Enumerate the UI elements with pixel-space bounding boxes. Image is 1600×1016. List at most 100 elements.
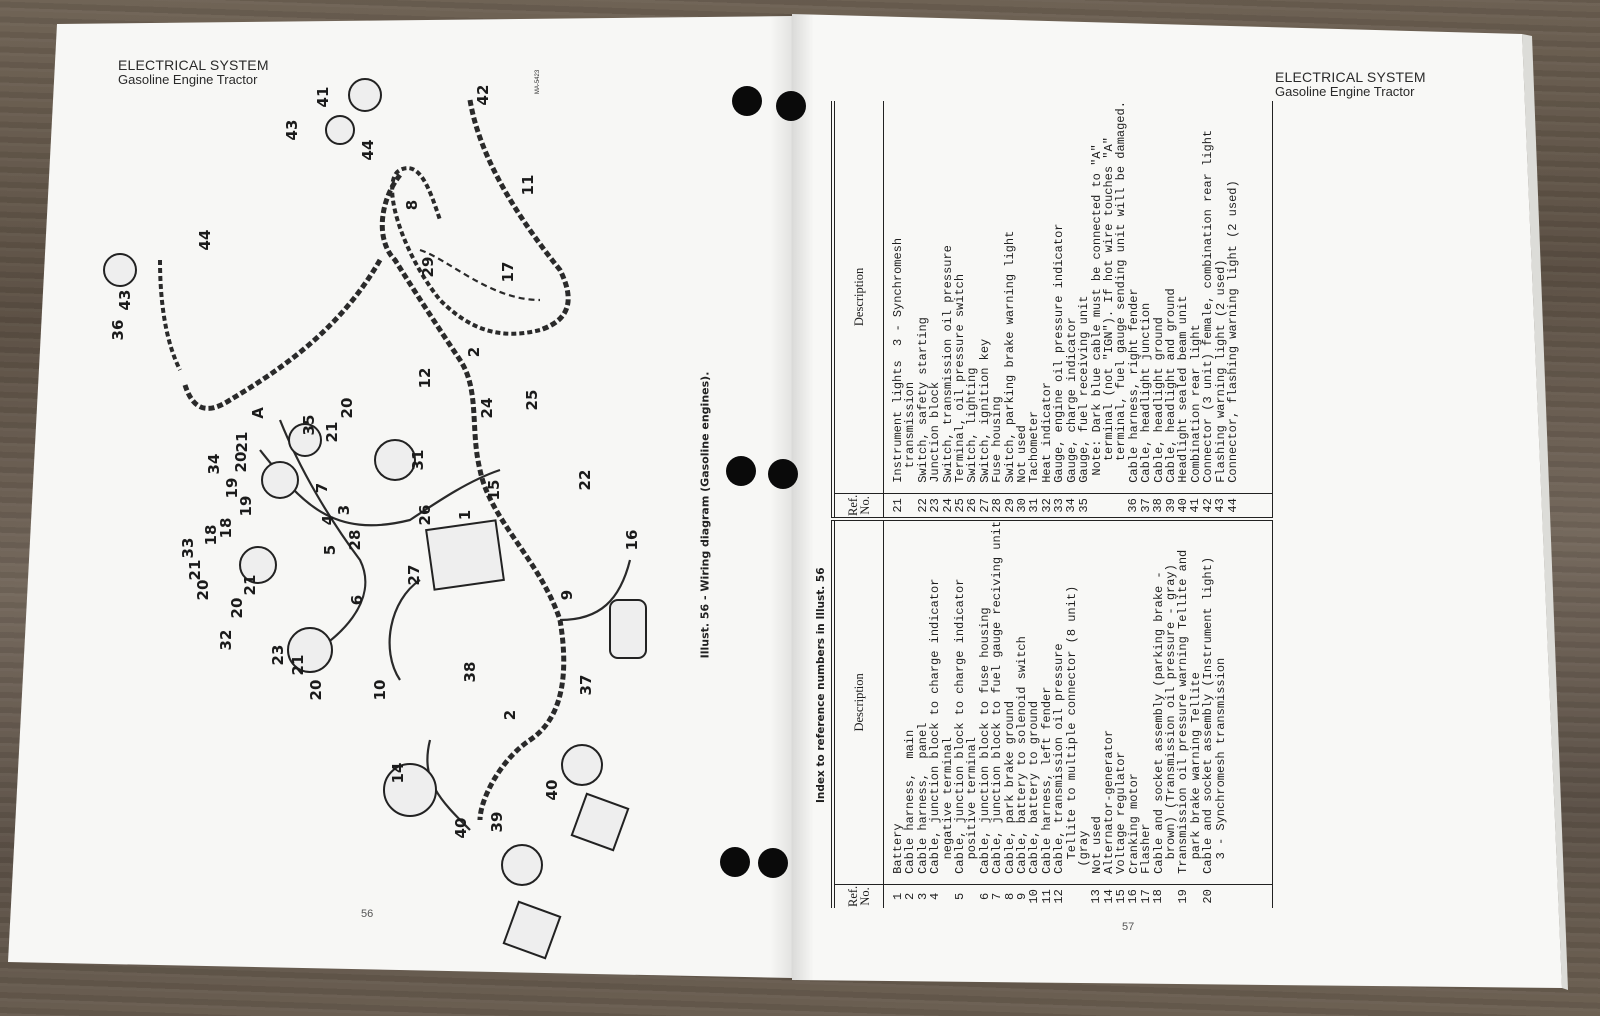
callout-label: 15 bbox=[485, 479, 503, 501]
ref-number: 21 bbox=[891, 498, 905, 513]
tachometer bbox=[374, 439, 416, 481]
item-description: Cable, junction block to fuel gauge reci… bbox=[990, 520, 1005, 874]
callout-label: 4 bbox=[319, 514, 337, 526]
callout-label: 28 bbox=[346, 529, 364, 551]
callout-label: 7 bbox=[313, 482, 331, 494]
item-description: Cable, junction block to charge indicato… bbox=[928, 578, 955, 874]
callout-label: 42 bbox=[474, 84, 492, 106]
item-description: Connector (3 unit) female, combination r… bbox=[1201, 129, 1216, 483]
callout-label: 20 bbox=[228, 597, 246, 619]
page-number-left: 56 bbox=[361, 908, 374, 920]
item-description: Cable harness, main bbox=[903, 729, 918, 874]
callout-label: 5 bbox=[321, 544, 339, 556]
callout-label: 25 bbox=[523, 389, 541, 411]
item-description: Voltage regulator bbox=[1114, 751, 1129, 874]
index-table: Ref. No. Description Ref. No. Descriptio… bbox=[831, 101, 1273, 908]
ref-number: 13 bbox=[1089, 889, 1104, 904]
item-description: Fuse housing bbox=[990, 396, 1005, 483]
callout-label: 43 bbox=[283, 119, 301, 141]
harness-cable bbox=[158, 259, 182, 371]
ref-number: 16 bbox=[1126, 889, 1141, 904]
harness-cable bbox=[182, 258, 383, 411]
column-header-description: Description bbox=[833, 101, 884, 494]
ref-number: 31 bbox=[1027, 498, 1042, 513]
callout-label: 16 bbox=[623, 529, 641, 551]
punch-hole bbox=[776, 91, 806, 121]
callout-label: 21 bbox=[289, 654, 307, 676]
ref-number: 28 bbox=[990, 498, 1005, 513]
callout-label: 20 bbox=[194, 579, 212, 601]
callout-label: 12 bbox=[416, 367, 434, 389]
headlight-bezel bbox=[502, 900, 562, 960]
item-description: Gauge, engine oil pressure indicator bbox=[1052, 223, 1067, 483]
instrument-gauge bbox=[287, 627, 333, 673]
callout-label: 20 bbox=[338, 397, 356, 419]
item-description: Cranking motor bbox=[1126, 772, 1141, 874]
reference-index: Index to reference numbers in Illust. 56… bbox=[815, 101, 1273, 908]
cable bbox=[278, 419, 367, 661]
cable bbox=[388, 579, 421, 681]
item-description: Cable and socket assembly (parking brake… bbox=[1151, 564, 1178, 874]
ref-number: 36 bbox=[1126, 498, 1141, 513]
callout-label: 34 bbox=[205, 453, 223, 475]
callout-label: 11 bbox=[519, 174, 537, 196]
punch-hole bbox=[720, 847, 750, 877]
callout-label: 18 bbox=[202, 524, 220, 546]
header-title: ELECTRICAL SYSTEM bbox=[1275, 69, 1426, 85]
ref-number: 35 bbox=[1076, 498, 1091, 513]
wiring-diagram bbox=[103, 78, 647, 960]
callout-label: 9 bbox=[558, 589, 576, 601]
callout-label: 22 bbox=[576, 469, 594, 491]
gauge bbox=[239, 546, 277, 584]
index-title: Index to reference numbers in Illust. 56 bbox=[815, 567, 827, 803]
callout-label: 35 bbox=[300, 414, 318, 436]
callout-label: 3 bbox=[335, 504, 353, 516]
callout-label: 23 bbox=[269, 644, 287, 666]
callout-label: 37 bbox=[577, 674, 595, 696]
headlight bbox=[561, 744, 603, 786]
callout-label: 31 bbox=[409, 449, 427, 471]
item-description: Cable, headlight junction bbox=[1139, 302, 1154, 483]
column-header-ref: Ref. No. bbox=[833, 884, 884, 908]
right-page-header: ELECTRICAL SYSTEM Gasoline Engine Tracto… bbox=[1275, 69, 1426, 100]
ref-number: 18 bbox=[1151, 889, 1166, 904]
rear-light-41 bbox=[348, 78, 382, 112]
item-description: Cable, junction block to charge indicato… bbox=[953, 578, 980, 874]
ref-number: 44 bbox=[1225, 498, 1240, 513]
battery bbox=[425, 519, 505, 591]
item-description: Tachometer bbox=[1027, 410, 1042, 483]
item-description: Cable, battery to ground bbox=[1027, 700, 1042, 874]
callout-label: 19 bbox=[237, 495, 255, 517]
gauge bbox=[261, 461, 299, 499]
binding-gutter bbox=[770, 14, 814, 980]
ref-number: 12 bbox=[1052, 889, 1067, 904]
item-description: Flasher bbox=[1139, 823, 1154, 874]
callout-label: 20 bbox=[232, 451, 250, 473]
alternator bbox=[383, 763, 437, 817]
cable bbox=[419, 248, 541, 302]
callout-label: 2 bbox=[501, 709, 519, 721]
ref-number: 4 bbox=[928, 892, 943, 901]
callout-label: 6 bbox=[348, 594, 366, 606]
item-description: Cable and socket assembly (Instrument li… bbox=[1201, 556, 1228, 874]
ref-number: 34 bbox=[1064, 498, 1079, 513]
callout-label: 39 bbox=[488, 811, 506, 833]
headlight-bezel bbox=[570, 792, 630, 852]
callout-label: 1 bbox=[456, 509, 474, 521]
harness-cable bbox=[467, 99, 571, 333]
callout-label: 20 bbox=[307, 679, 325, 701]
ref-number: 2 bbox=[903, 892, 918, 901]
ref-number: 38 bbox=[1151, 498, 1166, 513]
ref-number: 41 bbox=[1188, 498, 1203, 513]
ref-number: 10 bbox=[1027, 889, 1042, 904]
item-description: Junction block bbox=[928, 381, 943, 483]
item-description: Gauge, fuel receiving unit Note: Dark bl… bbox=[1077, 101, 1129, 483]
callout-label: 36 bbox=[109, 319, 127, 341]
callout-label: 32 bbox=[217, 629, 235, 651]
item-description: Switch, lighting bbox=[965, 367, 980, 483]
column-header-ref: Ref. No. bbox=[833, 493, 884, 519]
callout-label: 40 bbox=[452, 817, 470, 839]
